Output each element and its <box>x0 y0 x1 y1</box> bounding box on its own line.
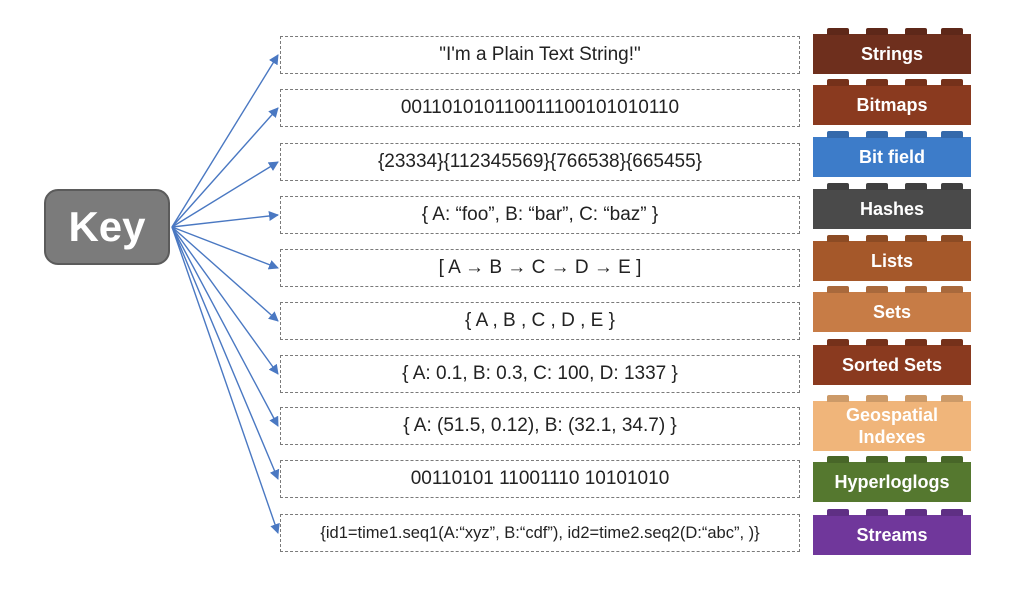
value-box-set: { A , B , C , D , E } <box>280 302 800 340</box>
brick-stud <box>827 235 849 242</box>
value-box-stream: {id1=time1.seq1(A:“xyz”, B:“cdf”), id2=t… <box>280 514 800 552</box>
brick-stud <box>941 79 963 86</box>
brick-stud <box>941 456 963 463</box>
brick-stud <box>905 131 927 138</box>
brick-streams: Streams <box>813 509 971 555</box>
brick-stud <box>866 339 888 346</box>
brick-bitmaps: Bitmaps <box>813 79 971 125</box>
brick-stud <box>866 79 888 86</box>
value-box-bitfield: {23334}{112345569}{766538}{665455} <box>280 143 800 181</box>
value-box-bitmap: 001101010110011100101010110 <box>280 89 800 127</box>
arrow-3 <box>171 211 279 228</box>
brick-hyperloglogs: Hyperloglogs <box>813 456 971 502</box>
brick-stud <box>905 79 927 86</box>
brick-stud <box>905 456 927 463</box>
brick-stud <box>905 235 927 242</box>
value-box-list: [ A → B → C → D → E ] <box>280 249 800 287</box>
brick-geospatial-indexes: Geospatial Indexes <box>813 395 971 451</box>
value-box-string: "I'm a Plain Text String!" <box>280 36 800 74</box>
brick-stud <box>866 183 888 190</box>
brick-stud <box>827 339 849 346</box>
brick-stud <box>866 28 888 35</box>
value-box-geospatial: { A: (51.5, 0.12), B: (32.1, 34.7) } <box>280 407 800 445</box>
brick-stud <box>827 131 849 138</box>
value-text: { A: “foo”, B: “bar”, C: “baz” } <box>421 204 659 225</box>
brick-stud <box>941 28 963 35</box>
brick-stud <box>866 131 888 138</box>
brick-stud <box>827 183 849 190</box>
arrow-4 <box>171 226 279 270</box>
brick-label: Geospatial Indexes <box>845 405 939 447</box>
value-box-hyperloglog: 00110101 11001110 10101010 <box>280 460 800 498</box>
value-box-hash: { A: “foo”, B: “bar”, C: “baz” } <box>280 196 800 234</box>
brick-stud <box>905 509 927 516</box>
arrow-2 <box>171 161 279 228</box>
brick-stud <box>941 183 963 190</box>
brick-stud <box>866 395 888 402</box>
value-text: { A: (51.5, 0.12), B: (32.1, 34.7) } <box>403 415 677 436</box>
arrow-7 <box>171 226 279 427</box>
arrow-9 <box>171 226 280 534</box>
brick-stud <box>905 395 927 402</box>
brick-stud <box>866 286 888 293</box>
key-box: Key <box>44 189 170 265</box>
brick-stud <box>866 456 888 463</box>
brick-sorted-sets: Sorted Sets <box>813 339 971 385</box>
value-text: { A , B , C , D , E } <box>465 310 615 331</box>
value-text: 001101010110011100101010110 <box>400 97 680 118</box>
value-text: 00110101 11001110 10101010 <box>410 468 670 489</box>
value-text: { A: 0.1, B: 0.3, C: 100, D: 1337 } <box>402 363 678 384</box>
arrow-8 <box>171 226 280 480</box>
brick-label: Sets <box>872 302 912 322</box>
value-text: {id1=time1.seq1(A:“xyz”, B:“cdf”), id2=t… <box>320 523 760 542</box>
brick-stud <box>905 286 927 293</box>
brick-label: Bit field <box>859 147 925 167</box>
brick-stud <box>941 339 963 346</box>
value-box-sorted-set: { A: 0.1, B: 0.3, C: 100, D: 1337 } <box>280 355 800 393</box>
brick-stud <box>866 235 888 242</box>
brick-stud <box>941 235 963 242</box>
brick-label: Sorted Sets <box>841 355 943 375</box>
brick-stud <box>866 509 888 516</box>
brick-stud <box>941 509 963 516</box>
brick-hashes: Hashes <box>813 183 971 229</box>
value-text: [ A → B → C → D → E ] <box>438 257 642 278</box>
brick-label: Strings <box>860 44 923 64</box>
brick-stud <box>905 183 927 190</box>
brick-label: Bitmaps <box>856 95 928 115</box>
brick-label: Streams <box>856 525 928 545</box>
brick-stud <box>941 286 963 293</box>
brick-lists: Lists <box>813 235 971 281</box>
key-label: Key <box>68 203 146 250</box>
brick-stud <box>827 79 849 86</box>
brick-label: Hyperloglogs <box>834 472 950 492</box>
brick-stud <box>827 456 849 463</box>
brick-stud <box>905 28 927 35</box>
brick-stud <box>827 28 849 35</box>
brick-sets: Sets <box>813 286 971 332</box>
brick-bit-field: Bit field <box>813 131 971 177</box>
brick-stud <box>941 395 963 402</box>
brick-stud <box>827 286 849 293</box>
arrow-5 <box>171 226 279 322</box>
brick-label: Lists <box>870 251 913 271</box>
arrow-6 <box>171 226 279 375</box>
brick-stud <box>905 339 927 346</box>
brick-stud <box>827 395 849 402</box>
value-text: "I'm a Plain Text String!" <box>439 44 641 65</box>
arrow-0 <box>171 54 279 228</box>
brick-label: Hashes <box>859 199 925 219</box>
arrow-1 <box>171 107 279 228</box>
brick-stud <box>827 509 849 516</box>
brick-stud <box>941 131 963 138</box>
brick-strings: Strings <box>813 28 971 74</box>
value-text: {23334}{112345569}{766538}{665455} <box>377 151 703 172</box>
